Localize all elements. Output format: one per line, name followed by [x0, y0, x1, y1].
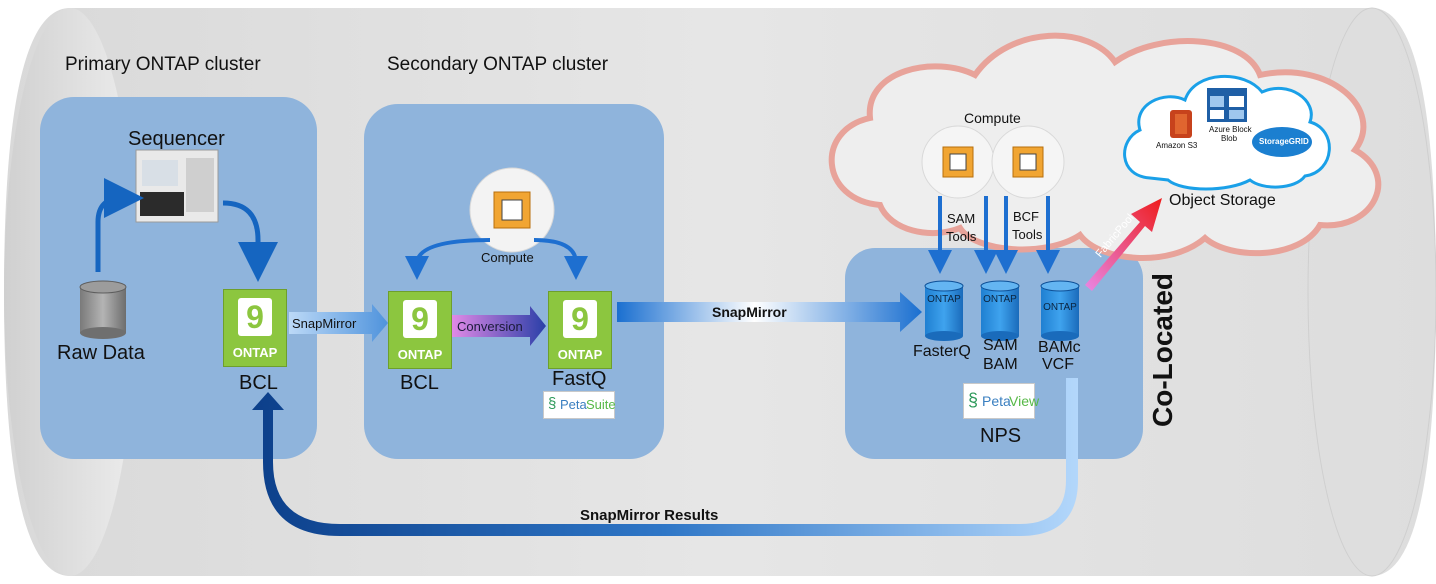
petaview-logo: § Peta View: [963, 383, 1039, 419]
petaview-helix-icon: §: [968, 390, 979, 410]
volume-bamc-vcf-label1: BAMc: [1038, 339, 1081, 356]
volume-bamc-vcf-top: ONTAP: [1043, 302, 1077, 313]
ontap-version-badge: 9: [403, 300, 437, 338]
amazon-s3-icon: [1170, 110, 1192, 138]
arrow-sequencer-to-bcl: [222, 200, 278, 282]
snapmirror-small-label: SnapMirror: [292, 316, 357, 331]
arrow-compute-to-fastq: [533, 238, 588, 280]
sequencer-icon: [135, 149, 219, 223]
bcf-tools-label-line1: BCF: [1013, 209, 1039, 224]
bcf-tools-label-line2: Tools: [1012, 227, 1043, 242]
ontap-wordmark: ONTAP: [557, 347, 603, 362]
compute-chip-secondary: [469, 167, 555, 253]
ontap-wordmark: ONTAP: [232, 345, 278, 360]
arrow-fabricpool: [1085, 198, 1162, 291]
object-storage-cloud: [1123, 74, 1331, 191]
secondary-compute-label: Compute: [481, 250, 534, 265]
petasuite-suffix: Suite: [586, 397, 616, 412]
secondary-bcl-label: BCL: [400, 372, 439, 394]
ontap-version-badge: 9: [563, 300, 597, 338]
petasuite-helix-icon: §: [548, 395, 557, 412]
raw-data-label: Raw Data: [57, 342, 145, 364]
snapmirror-big-label: SnapMirror: [712, 304, 787, 320]
volume-fasterq-top: ONTAP: [927, 294, 961, 305]
conversion-label: Conversion: [457, 319, 523, 334]
volume-bamc-vcf-label2: VCF: [1042, 356, 1074, 373]
petaview-suffix: View: [1009, 393, 1040, 409]
sam-tools-label-line1: SAM: [947, 211, 976, 226]
azure-blob-icon: [1207, 88, 1247, 122]
ontap-box-primary-bcl: 9 ONTAP: [223, 289, 287, 367]
ontap-box-secondary-bcl: 9 ONTAP: [388, 291, 452, 369]
snapmirror-results-label: SnapMirror Results: [580, 507, 719, 524]
ontap-wordmark: ONTAP: [397, 347, 443, 362]
object-storage-label: Object Storage: [1169, 192, 1276, 209]
raw-data-cylinder: [79, 280, 127, 339]
volume-fasterq: [924, 280, 964, 341]
fastq-label: FastQ: [552, 368, 607, 390]
azure-blob-label-line2: Blob: [1221, 134, 1238, 143]
storagegrid-badge: [1252, 127, 1312, 157]
amazon-s3-label: Amazon S3: [1156, 141, 1198, 150]
volume-fasterq-label: FasterQ: [913, 343, 971, 360]
arrow-raw-to-sequencer: [95, 178, 144, 272]
nps-label: NPS: [980, 425, 1022, 447]
ontap-version-badge: 9: [238, 298, 272, 336]
petasuite-prefix: Peta: [560, 397, 587, 412]
compute-chip-sam: [921, 125, 995, 199]
secondary-cluster-panel: [364, 104, 664, 459]
primary-bcl-label: BCL: [239, 372, 278, 394]
cylinder-right-cap-edge: [1307, 7, 1436, 577]
secondary-cluster-title: Secondary ONTAP cluster: [387, 54, 609, 75]
volume-sam-bam-label1: SAM: [983, 337, 1018, 354]
petasuite-logo: § Peta Suite: [543, 391, 616, 419]
ontap-box-secondary-fastq: 9 ONTAP: [548, 291, 612, 369]
storagegrid-label: StorageGRID: [1259, 137, 1309, 146]
arrow-snapmirror-primary-to-secondary: [289, 304, 388, 342]
volume-sam-bam-label2: BAM: [983, 356, 1018, 373]
volume-sam-bam: [980, 280, 1020, 341]
petaview-prefix: Peta: [982, 393, 1011, 409]
azure-blob-label-line1: Azure Block: [1209, 125, 1252, 134]
sequencer-label: Sequencer: [128, 128, 225, 150]
arrow-snapmirror-secondary-to-nps: [617, 292, 922, 332]
compute-chip-bcf: [991, 125, 1065, 199]
arrow-conversion: [450, 306, 546, 346]
sam-tools-label-line2: Tools: [946, 229, 977, 244]
volume-bamc-vcf: [1040, 280, 1080, 341]
co-located-label-text: Co-Located: [1147, 273, 1178, 427]
volume-sam-bam-top: ONTAP: [983, 294, 1017, 305]
primary-cluster-title: Primary ONTAP cluster: [65, 54, 261, 75]
arrow-compute-to-bcl: [405, 238, 491, 280]
cloud-compute-label: Compute: [964, 110, 1021, 126]
